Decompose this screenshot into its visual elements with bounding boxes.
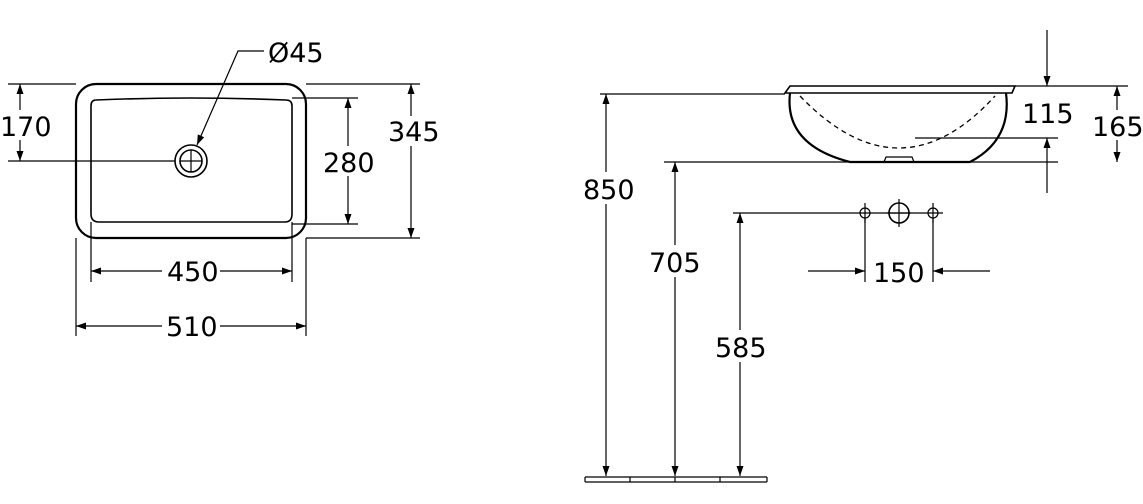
dimension-label-450: 450 bbox=[167, 257, 219, 288]
dimension-label-150: 150 bbox=[873, 258, 925, 289]
dimension-label-165: 165 bbox=[1092, 112, 1143, 143]
basin-inner-outline bbox=[90, 97, 293, 223]
plan-view: Ø45 170 280 345 450 510 bbox=[0, 38, 440, 343]
dimension-label-705: 705 bbox=[649, 248, 701, 279]
dimension-label-585: 585 bbox=[715, 333, 767, 364]
dimension-label-280: 280 bbox=[323, 148, 375, 179]
floor-line bbox=[584, 476, 768, 483]
dimension-label-115: 115 bbox=[1022, 99, 1074, 130]
basin-section bbox=[600, 85, 1017, 164]
dimension-label-345: 345 bbox=[388, 117, 440, 148]
drain-diameter-label: Ø45 bbox=[268, 38, 324, 69]
dimension-label-510: 510 bbox=[166, 312, 218, 343]
drain-leader-line bbox=[196, 50, 264, 146]
side-view: 850 705 585 150 115 bbox=[583, 30, 1143, 483]
dimension-label-850: 850 bbox=[583, 175, 635, 206]
drain-symbol bbox=[174, 144, 208, 178]
dimension-label-170: 170 bbox=[0, 112, 52, 143]
